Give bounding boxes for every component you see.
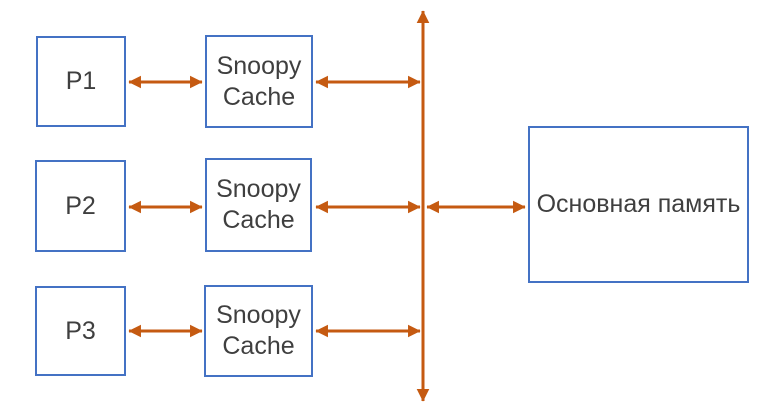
snoopy-cache-box-2: Snoopy Cache [205, 158, 312, 252]
cache-label-line1: Snoopy [216, 301, 301, 329]
processor-label: P2 [65, 191, 96, 220]
processor-box-p2: P2 [35, 160, 126, 252]
cache-label-line2: Cache [222, 82, 296, 111]
processor-box-p3: P3 [35, 286, 126, 376]
main-memory-label: Основная память [536, 190, 741, 218]
cache-label-line1: Snoopy [216, 51, 302, 80]
processor-label: P3 [65, 316, 96, 345]
processor-label: P1 [65, 67, 97, 95]
cache-label-line1: Snoopy [216, 175, 301, 203]
processor-box-p1: P1 [36, 36, 126, 127]
snoopy-cache-box-3: Snoopy Cache [204, 285, 313, 377]
cache-label-line2: Cache [222, 206, 295, 234]
main-memory-box: Основная память [528, 126, 749, 283]
snoopy-cache-box-1: Snoopy Cache [205, 35, 313, 128]
cache-label-line2: Cache [222, 332, 295, 360]
